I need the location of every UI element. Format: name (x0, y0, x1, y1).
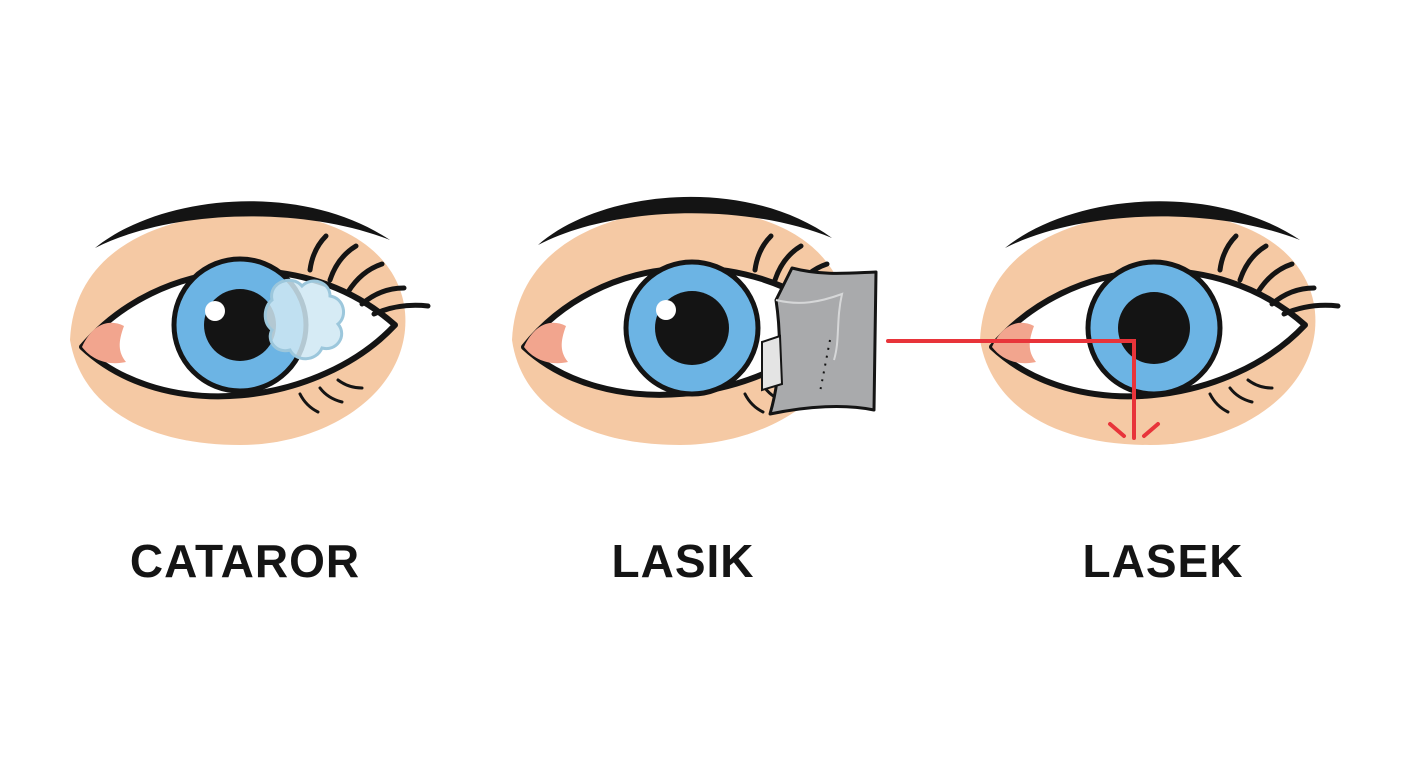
eyelash (1208, 392, 1230, 414)
flap-tab (761, 334, 784, 392)
eyelash (327, 243, 359, 283)
pupil-highlight (656, 300, 676, 320)
tear-duct (524, 322, 568, 364)
flap-fold (775, 292, 844, 361)
laser-burst (1108, 422, 1160, 440)
eyelash (307, 233, 329, 273)
eye-panel-lasek (886, 201, 1341, 445)
eyelash (1237, 243, 1269, 283)
flap-perforation (819, 339, 831, 393)
upper-eyelashes (307, 233, 431, 317)
eyelash (1255, 261, 1295, 295)
tear-duct (82, 322, 126, 364)
eyelash (298, 392, 320, 414)
pupil (204, 289, 276, 361)
eyelash (336, 378, 364, 390)
eyelash (752, 233, 774, 273)
eyelash (359, 285, 407, 307)
eye-panel-cataract (70, 201, 431, 445)
upper-eyelashes (1217, 233, 1341, 317)
pupil (1118, 292, 1190, 364)
caption-lasek: LASEK (1082, 535, 1244, 587)
eyelash (1228, 386, 1254, 404)
eyebrow (1005, 201, 1300, 248)
pupil-highlight (205, 301, 225, 321)
corneal-flap (761, 266, 878, 416)
eyelash (345, 261, 385, 295)
eyelash (318, 386, 344, 404)
tear-duct (992, 322, 1036, 364)
lower-eyelashes (298, 378, 364, 414)
laser-beam (886, 339, 1160, 440)
eye-panel-lasik (512, 196, 878, 445)
eyelash (1246, 378, 1274, 390)
caption-cataract: CATAROR (129, 535, 361, 587)
flap-sheet (768, 266, 878, 416)
eyelash (772, 243, 804, 283)
eyelash (743, 392, 765, 414)
eyebrow (538, 196, 832, 245)
eyelash (371, 302, 431, 317)
cataract-cloud (263, 278, 346, 361)
laser-line (886, 339, 1136, 434)
eyelash (1269, 285, 1317, 307)
eyebrow (95, 201, 390, 248)
lower-eyelashes (1208, 378, 1274, 414)
eyelash (1281, 302, 1341, 317)
eyelash (1217, 233, 1239, 273)
caption-lasik: LASIK (611, 535, 755, 587)
